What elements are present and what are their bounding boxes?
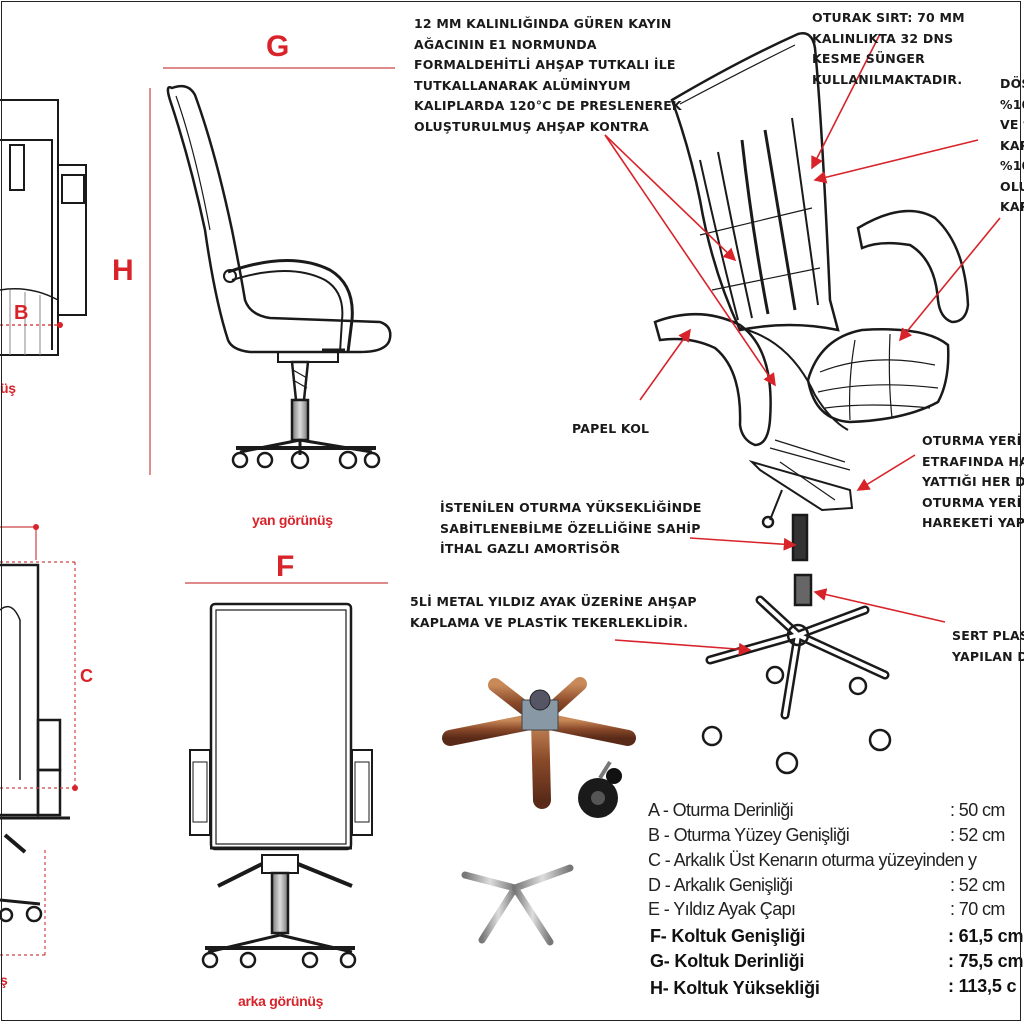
gas-lift-line: İTHAL GAZLI AMORTİSÖR xyxy=(440,541,621,556)
mechanism-line: HAREKETİ YAPA xyxy=(922,515,1024,530)
spec-value-g: : 75,5 cm xyxy=(948,951,1024,971)
chrome-star-base-photo xyxy=(461,836,574,946)
gas-lift-line: İSTENİLEN OTURMA YÜKSEKLİĞİNDE xyxy=(440,500,702,515)
c-dimension xyxy=(0,526,78,956)
gas-lift-callout: İSTENİLEN OTURMA YÜKSEKLİĞİNDE SABİTLENE… xyxy=(440,498,702,560)
spec-label-e: E - Yıldız Ayak Çapı xyxy=(648,899,796,919)
plywood-line: KALIPLARDA 120°C DE PRESLENEREK xyxy=(414,98,682,113)
caster-line: SERT PLAST xyxy=(952,628,1024,643)
plywood-line: 12 MM KALINLIĞINDA GÜREN KAYIN xyxy=(414,16,672,31)
upholstery-line: KAP xyxy=(1000,137,1024,153)
spec-value-f: : 61,5 cm xyxy=(948,926,1024,946)
back-view xyxy=(189,602,373,969)
upholstery-line: DÖŞ xyxy=(1000,76,1024,91)
upholstery-line: OLU xyxy=(1000,178,1024,194)
callout-lines xyxy=(604,33,1001,656)
foam-callout: OTURAK SIRT: 70 MM KALINLIKTA 32 DNS KES… xyxy=(812,8,965,90)
mechanism-callout-partial: OTURMA YERİ ETRAFINDA HA YATTIĞI HER D O… xyxy=(922,431,1024,534)
upholstery-line: %10 xyxy=(1000,96,1024,112)
side-view xyxy=(166,84,392,470)
wood-star-base-photo xyxy=(442,677,636,809)
plywood-line: AĞACININ E1 NORMUNDA xyxy=(414,36,597,52)
foam-line: KESME SÜNGER xyxy=(812,51,925,66)
spec-value-d: : 52 cm xyxy=(950,875,1005,895)
mechanism-line: ETRAFINDA HA xyxy=(922,453,1024,469)
spec-value-e: : 70 cm xyxy=(950,899,1005,919)
front-view-partial xyxy=(0,99,87,356)
upholstery-line: VE % xyxy=(1000,117,1024,132)
spec-label-g: G- Koltuk Derinliği xyxy=(650,951,805,971)
spec-label-b: B - Oturma Yüzey Genişliği xyxy=(648,825,850,845)
spec-label-f: F- Koltuk Genişliği xyxy=(650,926,806,946)
gas-lift-line: SABİTLENEBİLME ÖZELLİĞİNE SAHİP xyxy=(440,520,701,536)
upholstery-line: %10 xyxy=(1000,158,1024,173)
dimension-letter-b: B xyxy=(14,302,29,324)
upholstery-callout-partial: DÖŞ %10 VE % KAP %10 OLU KAP xyxy=(1000,74,1024,218)
specs-table: A - Oturma Derinliği : 50 cm B - Oturma … xyxy=(648,800,1024,1000)
base-callout: 5Lİ METAL YILDIZ AYAK ÜZERİNE AHŞAP KAPL… xyxy=(410,592,697,633)
spec-value-a: : 50 cm xyxy=(950,800,1005,820)
foam-line: OTURAK SIRT: 70 MM xyxy=(812,10,965,25)
spec-label-h: H- Koltuk Yüksekliği xyxy=(650,978,820,998)
back-view-caption: arka görünüş xyxy=(238,993,324,1009)
upholstery-line: KAP xyxy=(1000,199,1024,214)
spec-value-b: : 52 cm xyxy=(950,825,1005,845)
mechanism-line: YATTIĞI HER D xyxy=(922,474,1024,489)
mechanism-line: OTURMA YERİ xyxy=(922,494,1022,510)
base-line: 5Lİ METAL YILDIZ AYAK ÜZERİNE AHŞAP xyxy=(410,594,697,609)
caster-callout-partial: SERT PLAST YAPILAN D xyxy=(952,626,1024,667)
spec-label-d: D - Arkalık Genişliği xyxy=(648,875,793,895)
caster-photo xyxy=(578,760,622,818)
plywood-callout: 12 MM KALINLIĞINDA GÜREN KAYIN AĞACININ … xyxy=(414,14,682,137)
dimension-letter-h: H xyxy=(112,254,134,287)
foam-line: KALINLIKTA 32 DNS xyxy=(812,30,954,46)
spec-label-a: A - Oturma Derinliği xyxy=(648,800,794,820)
side-view-caption: yan görünüş xyxy=(252,512,333,528)
base-line: KAPLAMA VE PLASTİK TEKERLEKLİDİR. xyxy=(410,614,689,630)
side-view-partial xyxy=(0,563,70,923)
caster-line: YAPILAN D xyxy=(952,648,1024,664)
dimension-letter-f: F xyxy=(276,550,295,583)
dimension-letter-c: C xyxy=(80,666,93,686)
spec-value-h: : 113,5 c xyxy=(948,976,1017,996)
front-view-caption-partial: üş xyxy=(0,380,16,396)
armrest-callout: PAPEL KOL xyxy=(572,421,650,436)
dimension-letter-g: G xyxy=(266,30,290,63)
plywood-line: TUTKALLANARAK ALÜMİNYUM xyxy=(414,77,631,93)
spec-label-c: C - Arkalık Üst Kenarın oturma yüzeyinde… xyxy=(648,850,977,870)
top-view-caption-partial: ş xyxy=(0,972,8,988)
foam-line: KULLANILMAKTADIR. xyxy=(812,71,963,87)
plywood-line: OLUŞTURULMUŞ AHŞAP KONTRA xyxy=(414,118,650,134)
exploded-chair xyxy=(653,32,970,775)
mechanism-line: OTURMA YERİ xyxy=(922,433,1022,448)
plywood-line: FORMALDEHİTLİ AHŞAP TUTKALI İLE xyxy=(414,57,676,72)
